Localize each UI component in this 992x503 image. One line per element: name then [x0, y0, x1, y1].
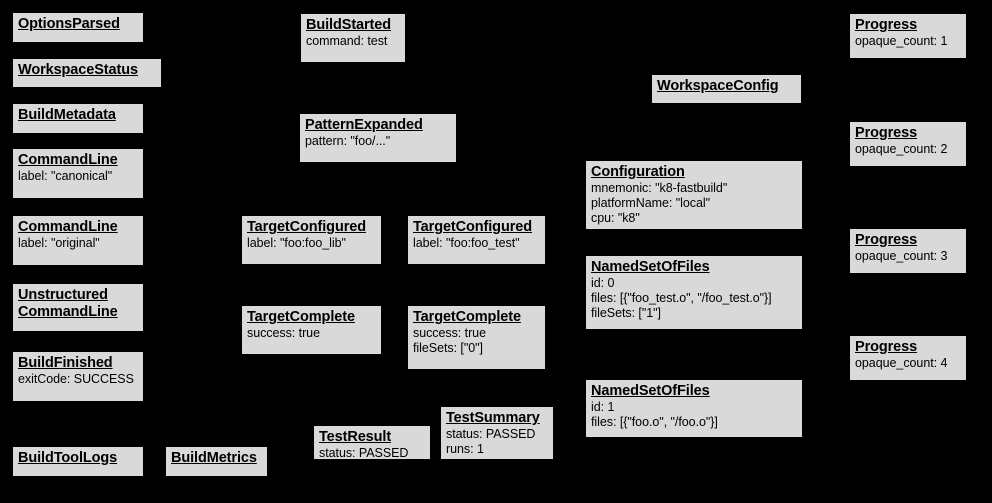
node-build-metrics[interactable]: BuildMetrics — [165, 446, 268, 477]
node-title: PatternExpanded — [305, 117, 423, 133]
node-title: Unstructured CommandLine — [18, 287, 118, 320]
node-build-metadata[interactable]: BuildMetadata — [12, 103, 144, 134]
node-fields: label: "foo:foo_test" — [413, 236, 520, 250]
node-fields: label: "canonical" — [18, 169, 113, 183]
node-title: NamedSetOfFiles — [591, 383, 710, 399]
node-title: TargetConfigured — [247, 219, 366, 235]
node-build-tool-logs[interactable]: BuildToolLogs — [12, 446, 144, 477]
node-fields: success: true — [247, 326, 320, 340]
node-title: TargetConfigured — [413, 219, 532, 235]
node-fields: mnemonic: "k8-fastbuild" platformName: "… — [591, 181, 728, 225]
node-fields: exitCode: SUCCESS — [18, 372, 134, 386]
node-title: WorkspaceConfig — [657, 78, 779, 94]
node-title: Progress — [855, 125, 918, 141]
node-title: Progress — [855, 232, 918, 248]
node-fields: status: PASSED — [319, 446, 409, 460]
node-fields: opaque_count: 2 — [855, 142, 948, 156]
node-workspace-status[interactable]: WorkspaceStatus — [12, 58, 162, 88]
node-title: BuildMetrics — [171, 450, 257, 466]
node-title: TestSummary — [446, 410, 540, 426]
node-title: NamedSetOfFiles — [591, 259, 710, 275]
node-title: Progress — [855, 339, 918, 355]
node-fields: status: PASSED runs: 1 — [446, 427, 536, 456]
node-fields: label: "original" — [18, 236, 100, 250]
node-title: Progress — [855, 17, 918, 33]
node-title: BuildFinished — [18, 355, 113, 371]
node-workspace-config[interactable]: WorkspaceConfig — [651, 74, 802, 104]
node-title: CommandLine — [18, 152, 118, 168]
node-fields: command: test — [306, 34, 388, 48]
node-title: BuildStarted — [306, 17, 392, 33]
node-title: TargetComplete — [247, 309, 355, 325]
node-title: TestResult — [319, 429, 392, 445]
node-title: BuildToolLogs — [18, 450, 118, 466]
node-fields: id: 0 files: [{"foo_test.o", "/foo_test.… — [591, 276, 772, 320]
node-title: OptionsParsed — [18, 16, 120, 32]
node-fields: label: "foo:foo_lib" — [247, 236, 346, 250]
node-fields: pattern: "foo/..." — [305, 134, 391, 148]
node-title: WorkspaceStatus — [18, 62, 138, 78]
node-fields: opaque_count: 1 — [855, 34, 948, 48]
node-fields: opaque_count: 4 — [855, 356, 948, 370]
node-title: Configuration — [591, 164, 685, 180]
node-title: BuildMetadata — [18, 107, 116, 123]
node-title: TargetComplete — [413, 309, 521, 325]
node-fields: id: 1 files: [{"foo.o", "/foo.o"}] — [591, 400, 718, 429]
node-options-parsed[interactable]: OptionsParsed — [12, 12, 144, 43]
node-fields: success: true fileSets: ["0"] — [413, 326, 486, 355]
node-fields: opaque_count: 3 — [855, 249, 948, 263]
node-unstructured-commandline[interactable]: Unstructured CommandLine — [12, 283, 144, 332]
node-title: CommandLine — [18, 219, 118, 235]
